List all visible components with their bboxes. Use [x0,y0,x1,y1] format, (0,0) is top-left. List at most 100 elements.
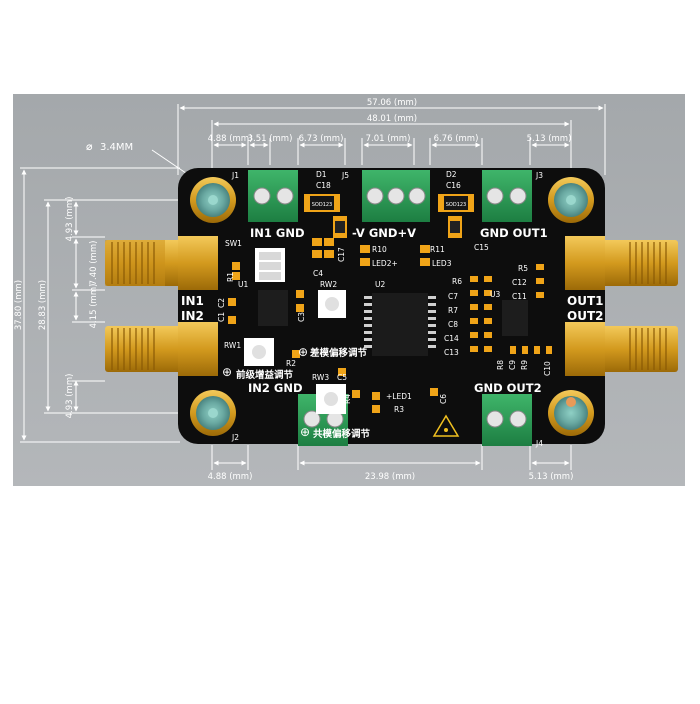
mounting-hole-bottom-left [190,390,236,436]
ic-u2-pins [364,296,436,348]
dim-top-6: 5.13 (mm) [527,134,572,144]
dimension-lines [20,104,606,470]
sma-connectors [105,236,678,376]
terminal-j4 [482,394,532,446]
mounting-holes [190,177,594,436]
dim-width-total: 57.06 (mm) [367,98,417,108]
label-sma-out2: OUT2 [567,309,603,323]
ref-r7: R7 [448,306,458,315]
board-labels-adjust: 差模偏移调节 前级增益调节 共模偏移调节 [236,347,371,440]
ref-rw1: RW1 [224,341,241,350]
ref-c15: C15 [474,243,489,252]
label-common-offset: 共模偏移调节 [313,428,371,440]
board-labels-main: IN1 GND -V GND+V GND OUT1 IN2 GND GND OU… [181,226,603,395]
dim-left-2: 7.40 (mm) [89,241,99,286]
ic-u3 [502,300,528,336]
switch-sw1 [255,248,285,282]
ref-j4: J4 [535,439,543,448]
label-diff-offset: 差模偏移调节 [310,347,368,359]
ref-led2: LED2+ [372,259,398,268]
sma-in1 [105,236,218,290]
ref-c18: C18 [316,181,331,190]
ref-r11: R11 [430,245,445,254]
sma-out2 [565,322,678,376]
mounting-hole-top-left [190,177,236,223]
ref-rw3: RW3 [312,373,329,382]
ref-r5: R5 [518,264,528,273]
ref-c1: C1 [217,312,226,322]
ref-c6: C6 [439,394,448,404]
ref-c5: C5 [337,373,347,382]
label-in1-gnd: IN1 GND [250,226,305,240]
terminal-j5 [362,170,430,222]
ref-c2: C2 [217,298,226,308]
terminal-j3 [482,170,532,222]
dimension-labels-vertical: 37.80 (mm) 28.83 (mm) 4.93 (mm) 7.40 (mm… [14,197,99,419]
polarity-icon-diff: ⊕ [298,345,308,359]
ref-j1: J1 [231,171,239,180]
label-sma-in1: IN1 [181,294,204,308]
ref-r8: R8 [496,360,505,370]
hole-diameter-label: ⌀ 3.4MM [86,140,133,153]
ref-c16: C16 [446,181,461,190]
ref-led3: LED3 [432,259,452,268]
terminal-j1 [248,170,298,222]
dim-left-1: 4.93 (mm) [65,197,75,242]
diameter-value: 3.4MM [100,142,133,153]
ref-j3: J3 [535,171,543,180]
dim-left-4: 4.93 (mm) [65,374,75,419]
label-gnd-out1: GND OUT1 [480,226,548,240]
label-in2-gnd: IN2 GND [248,381,303,395]
dim-top-3: 6.73 (mm) [299,134,344,144]
dim-top-2: 3.51 (mm) [248,134,293,144]
ref-led1: +LED1 [386,392,412,401]
diode-d1-package: SOD123 [312,202,333,208]
ref-r9: R9 [520,360,529,370]
dim-bottom-1: 4.88 (mm) [208,472,253,482]
ref-c4: C4 [313,269,323,278]
ref-u1: U1 [238,280,248,289]
polarity-symbols: ⊕ ⊕ ⊕ [222,345,310,439]
sma-in2 [105,322,218,376]
ref-u2: U2 [375,280,385,289]
diode-d2-package: SOD123 [446,202,467,208]
ref-r6: R6 [452,277,462,286]
dim-width-holes: 48.01 (mm) [367,114,417,124]
ref-u3: U3 [490,290,500,299]
diodes: SOD123 SOD123 [304,194,474,212]
ref-c12: C12 [512,278,527,287]
ref-d1: D1 [316,170,327,179]
ref-r3: R3 [394,405,404,414]
ref-c9: C9 [508,360,517,370]
mounting-hole-top-right [548,177,594,223]
dim-top-5: 6.76 (mm) [434,134,479,144]
passive-pads [228,238,552,413]
ic-u2 [372,293,428,356]
ref-sw1: SW1 [225,239,242,248]
ref-c3: C3 [297,312,306,322]
ref-c13: C13 [444,348,459,357]
ref-r1: R1 [226,272,235,282]
dim-left-3: 4.15 (mm) [89,284,99,329]
ic-u1 [258,290,288,326]
reference-designators: J1 J2 J3 J4 J5 D1 C18 D2 C16 C17 C15 R10… [217,170,552,448]
dim-height-total: 37.80 (mm) [14,280,24,330]
dim-top-1: 4.88 (mm) [208,134,253,144]
integrated-circuits [258,290,528,356]
esd-warning-icon [432,414,460,437]
ref-d2: D2 [446,170,457,179]
polarity-icon-pregain: ⊕ [222,365,232,379]
ref-j5: J5 [341,171,349,180]
mounting-hole-bottom-right [548,390,594,436]
ref-r2: R2 [286,359,296,368]
ref-c14: C14 [444,334,459,343]
diameter-symbol: ⌀ [86,140,93,153]
ref-c10: C10 [543,361,552,376]
dim-top-4: 7.01 (mm) [366,134,411,144]
ref-r10: R10 [372,245,387,254]
ref-c11: C11 [512,292,527,301]
ref-c8: C8 [448,320,458,329]
dim-height-holes: 28.83 (mm) [38,280,48,330]
